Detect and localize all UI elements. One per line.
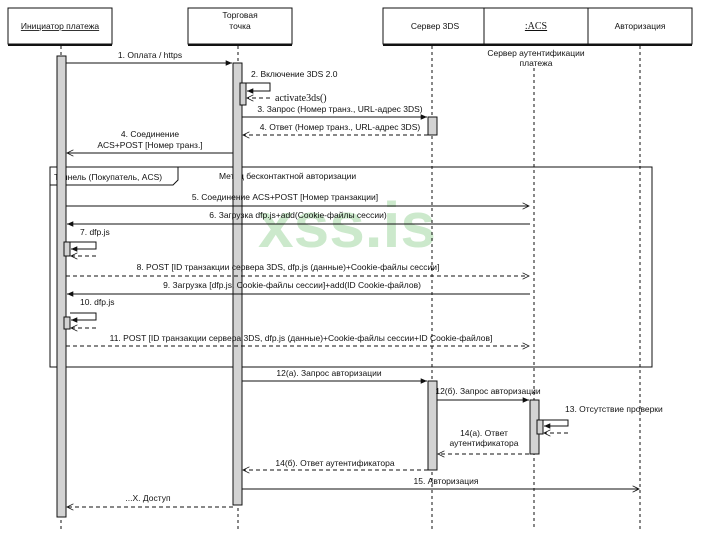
participant-label: Инициатор платежа bbox=[21, 21, 100, 31]
message-4: 4. Ответ (Номер транз., URL-адрес 3DS) bbox=[243, 122, 428, 135]
message-label: 1. Оплата / https bbox=[118, 50, 182, 60]
message-12b: 12(б). Запрос авторизации bbox=[435, 386, 541, 403]
message-8: 8. POST [ID транзакции сервера 3DS, dfp.… bbox=[66, 262, 529, 276]
activation-acs-nested bbox=[536, 419, 544, 435]
message-label: 8. POST [ID транзакции сервера 3DS, dfp.… bbox=[137, 262, 440, 272]
message-label: 5. Соединение ACS+POST [Номер транзакции… bbox=[192, 192, 378, 202]
message-13: 13. Отсутствие проверки bbox=[543, 404, 663, 433]
message-2-return: activate3ds() bbox=[247, 93, 327, 104]
activation-initiator-nested-10 bbox=[63, 316, 71, 330]
participant-label: :ACS bbox=[525, 21, 547, 32]
message-6: 6. Загрузка dfp.js+add(Cookie-файлы сесс… bbox=[67, 210, 530, 227]
activation-initiator bbox=[56, 55, 67, 518]
message-12a: 12(а). Запрос авторизации bbox=[242, 368, 427, 384]
frame-tag: Туннель (Покупатель, ACS) bbox=[54, 172, 162, 182]
activation-3ds bbox=[427, 380, 438, 471]
activation-merchant bbox=[232, 62, 243, 506]
message-10: 10. dfp.js bbox=[70, 297, 115, 328]
message-label: 10. dfp.js bbox=[80, 297, 115, 307]
message-x: ...X. Доступ bbox=[67, 493, 233, 507]
activation-3ds-short bbox=[427, 116, 438, 136]
message-11: 11. POST [ID транзакции сервера 3DS, dfp… bbox=[66, 333, 529, 346]
message-label: 7. dfp.js bbox=[80, 227, 110, 237]
message-1: 1. Оплата / https bbox=[66, 50, 232, 66]
frame-title: Метод бесконтактной авторизации bbox=[219, 171, 356, 181]
activation-initiator-nested-7 bbox=[63, 241, 71, 257]
participant-label: Авторизация bbox=[615, 21, 666, 31]
message-label: activate3ds() bbox=[275, 93, 327, 104]
message-label: 12(а). Запрос авторизации bbox=[276, 368, 381, 378]
activation-merchant-nested bbox=[239, 82, 247, 106]
message-7: 7. dfp.js bbox=[70, 227, 110, 256]
message-9: 9. Загрузка [dfp.js, Cookie-файлы сессии… bbox=[67, 280, 530, 297]
combined-fragment: Туннель (Покупатель, ACS) Метод бесконта… bbox=[49, 166, 653, 368]
message-label: 13. Отсутствие проверки bbox=[565, 404, 663, 414]
message-2: 2. Включение 3DS 2.0 bbox=[242, 69, 338, 94]
message-label: 9. Загрузка [dfp.js, Cookie-файлы сессии… bbox=[163, 280, 421, 290]
message-label: ...X. Доступ bbox=[125, 493, 171, 503]
message-15: 15. Авторизация bbox=[242, 476, 639, 489]
message-label: 12(б). Запрос авторизации bbox=[435, 386, 541, 396]
message-label: 2. Включение 3DS 2.0 bbox=[251, 69, 338, 79]
message-label: 6. Загрузка dfp.js+add(Cookie-файлы сесс… bbox=[209, 210, 387, 220]
participant-authorization: Авторизация bbox=[587, 7, 693, 46]
participant-initiator: Инициатор платежа bbox=[7, 7, 113, 46]
participant-label: Сервер 3DS bbox=[411, 21, 460, 31]
watermark: xss.is bbox=[258, 189, 436, 261]
message-label: 4. Ответ (Номер транз., URL-адрес 3DS) bbox=[260, 122, 421, 132]
message-14b: 14(б). Ответ аутентификатора bbox=[243, 458, 428, 470]
message-label: 11. POST [ID транзакции сервера 3DS, dfp… bbox=[110, 333, 493, 343]
message-label: 14(б). Ответ аутентификатора bbox=[275, 458, 395, 468]
message-label: 3. Запрос (Номер транз., URL-адрес 3DS) bbox=[257, 104, 422, 114]
participant-3ds-server: Сервер 3DS bbox=[382, 7, 488, 46]
message-label: 15. Авторизация bbox=[413, 476, 478, 486]
message-5: 5. Соединение ACS+POST [Номер транзакции… bbox=[66, 192, 529, 206]
message-3: 3. Запрос (Номер транз., URL-адрес 3DS) bbox=[242, 104, 427, 120]
